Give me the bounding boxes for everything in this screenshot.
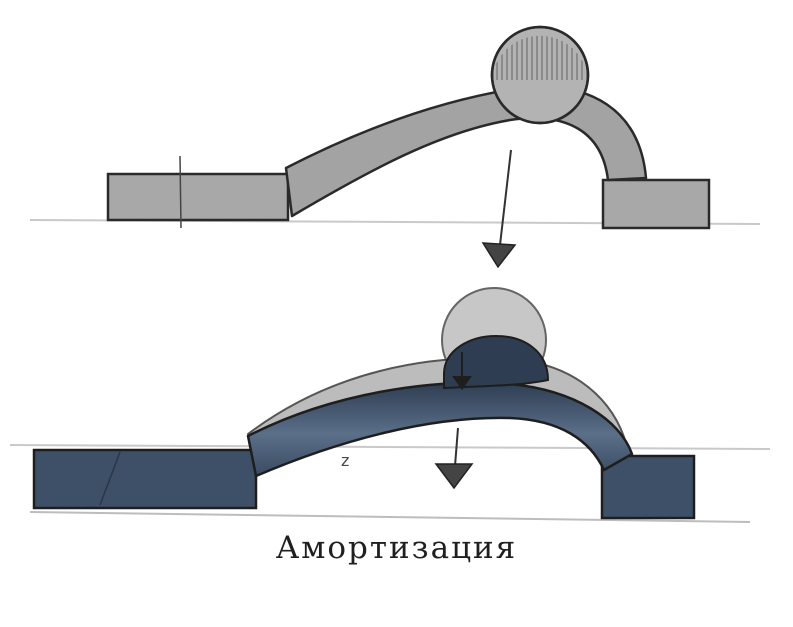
arch-beam-compressed — [246, 381, 634, 478]
floor-line-bottom — [29, 511, 751, 523]
ground-line-bottom — [9, 444, 771, 450]
vertical-marker-line — [179, 155, 182, 229]
roller-ball-compressed — [443, 334, 550, 390]
left-base-block-bottom — [32, 448, 258, 510]
right-base-block-bottom — [600, 454, 696, 520]
roller-ball-hatching — [494, 35, 586, 80]
uncompressed-state — [29, 25, 761, 269]
left-base-block-top — [106, 172, 290, 222]
annotation-mark: z — [341, 451, 349, 470]
load-arrow-top — [481, 149, 517, 269]
caption: Амортизация — [275, 530, 518, 566]
load-arrow-bottom — [434, 427, 474, 490]
arch-beam-top — [284, 85, 648, 218]
compressed-state: z — [9, 287, 771, 523]
right-base-block-top — [601, 178, 711, 230]
displacement-arrow-small — [452, 352, 472, 390]
